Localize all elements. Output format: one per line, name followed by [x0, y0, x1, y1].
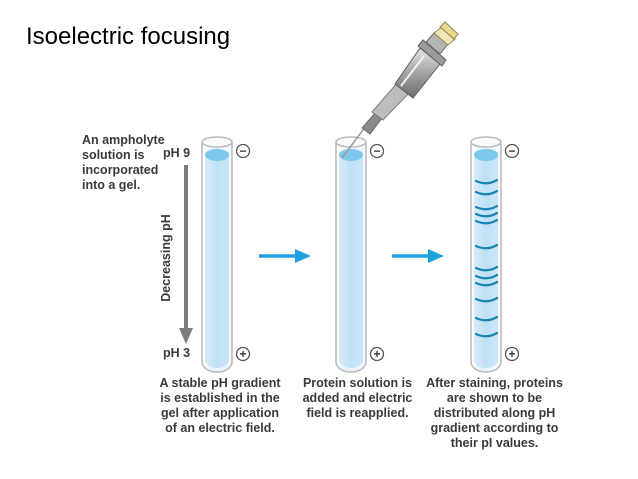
protein-band	[474, 189, 499, 196]
negative-electrode-2: −	[369, 143, 385, 159]
ph-high-label: pH 9	[163, 146, 191, 160]
ph-low-label: pH 3	[163, 346, 191, 360]
positive-symbol: +	[239, 347, 246, 361]
negative-symbol: −	[373, 144, 380, 158]
step-arrow-2	[392, 249, 444, 263]
negative-symbol: −	[239, 144, 246, 158]
slide-title: Isoelectric focusing	[26, 23, 231, 50]
gel-tube-2	[335, 136, 367, 373]
step-arrow-1	[259, 249, 311, 263]
protein-band	[474, 178, 499, 185]
protein-band	[474, 265, 499, 272]
positive-symbol: +	[373, 347, 380, 361]
gel-tube-3	[470, 136, 502, 373]
protein-band	[474, 243, 499, 250]
gel-tube-1	[201, 136, 233, 373]
negative-electrode-1: −	[235, 143, 251, 159]
protein-band	[474, 331, 499, 338]
ph-gradient-arrow	[179, 165, 193, 344]
protein-band	[474, 280, 499, 287]
caption-step-3: After staining, proteins are shown to be…	[426, 376, 563, 450]
protein-band	[474, 204, 499, 211]
positive-electrode-2: +	[369, 346, 385, 362]
protein-bands	[474, 178, 499, 338]
caption-step-1: A stable pH gradient is established in t…	[159, 376, 281, 435]
caption-step-2: Protein solution is added and electric f…	[302, 376, 413, 420]
negative-symbol: −	[508, 144, 515, 158]
positive-electrode-3: +	[504, 346, 520, 362]
positive-symbol: +	[508, 347, 515, 361]
protein-band	[474, 273, 499, 280]
pipette	[341, 21, 459, 159]
intro-text: An ampholyte solution is incorporated in…	[82, 133, 165, 192]
protein-band	[474, 315, 499, 322]
protein-band	[474, 211, 499, 218]
protein-band	[474, 218, 499, 225]
positive-electrode-1: +	[235, 346, 251, 362]
protein-band	[474, 296, 499, 303]
negative-electrode-3: −	[504, 143, 520, 159]
